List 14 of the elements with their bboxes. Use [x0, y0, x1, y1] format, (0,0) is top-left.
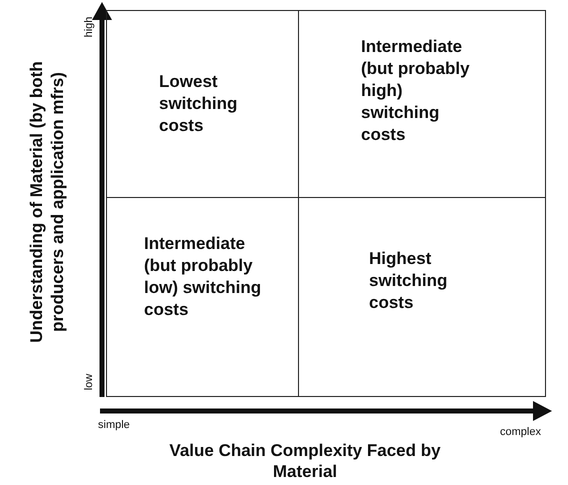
axis-end-label: complex [500, 425, 542, 439]
quadrant-text: Intermediate (but probably low) switching costs [144, 233, 262, 321]
quadrant-cell [298, 10, 546, 198]
axis-end-label: high [82, 16, 96, 40]
quadrant-text: Intermediate (but probably high) switching costs [361, 36, 471, 146]
x-axis-title: Value Chain Complexity Faced by Material [168, 440, 442, 483]
y-axis-title: Understanding of Material (by both producers and application mfrs) [26, 60, 68, 345]
axis-end-label: low [82, 372, 96, 392]
axis-end-label: simple [98, 418, 131, 432]
quadrant-cell [298, 197, 546, 397]
quadrant-cell [106, 10, 299, 198]
quadrant-cell [106, 197, 299, 397]
quadrant-text: Highest switching costs [369, 248, 448, 314]
quadrant-text: Lowest switching costs [159, 71, 238, 137]
